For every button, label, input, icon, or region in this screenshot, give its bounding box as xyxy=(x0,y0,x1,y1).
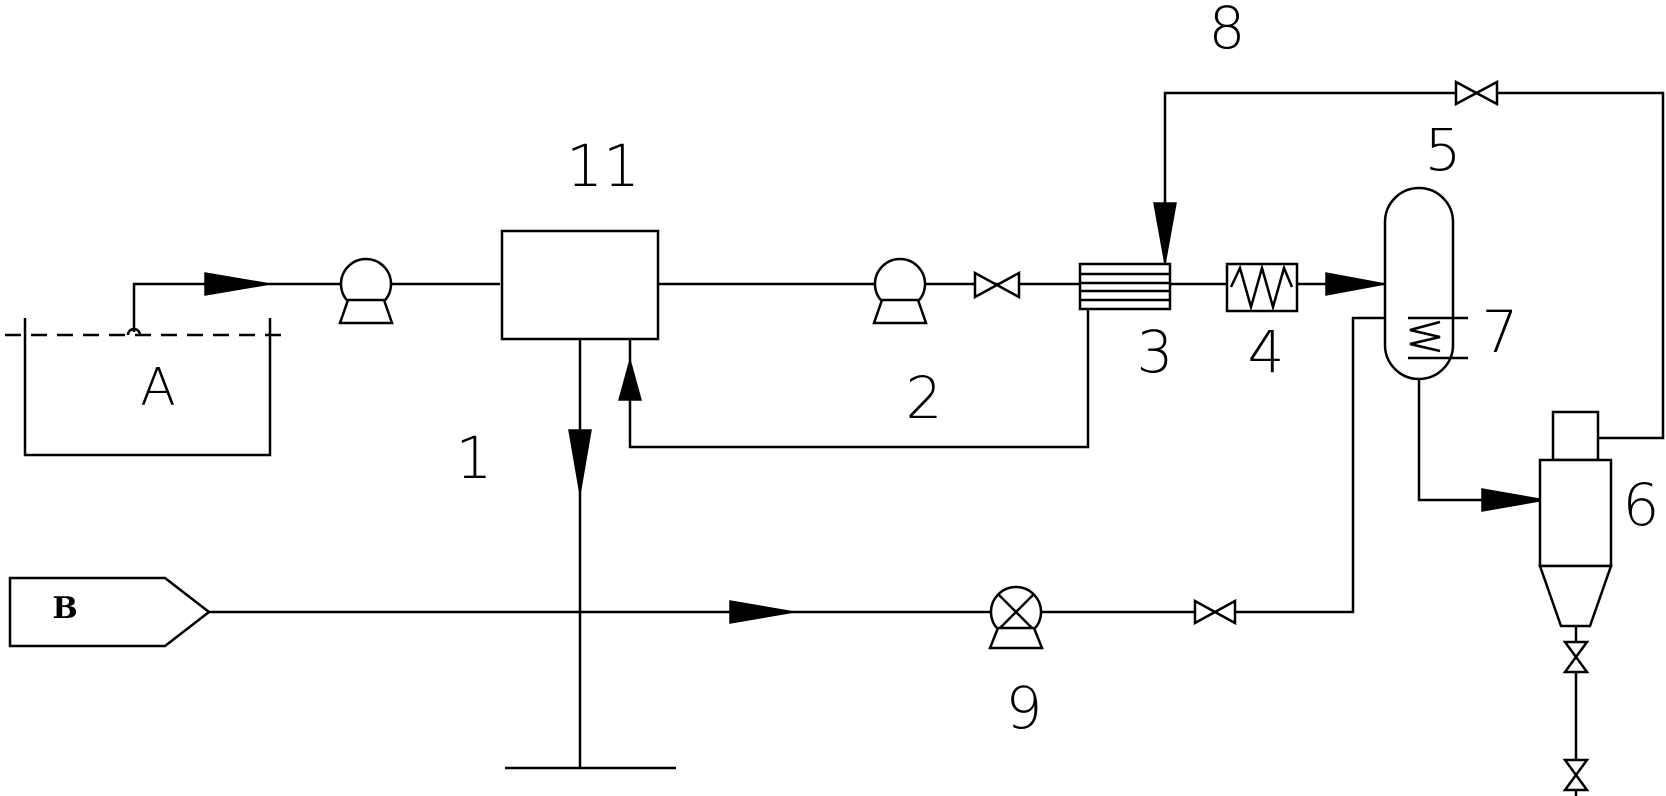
pump-9-icon xyxy=(988,585,1044,650)
item-7-coil xyxy=(1408,316,1468,360)
valve-bottom-1-icon xyxy=(1562,640,1590,674)
item-3-exchanger xyxy=(1078,262,1172,311)
label-7: 7 xyxy=(1482,298,1519,366)
flow-arrow-to-separator-6 xyxy=(1481,488,1546,512)
unit-11-box xyxy=(500,229,660,341)
label-4: 4 xyxy=(1248,318,1285,386)
flow-arrow-return xyxy=(618,357,642,401)
line-tank-a-to-unit-11 xyxy=(132,282,500,332)
flow-arrow-b xyxy=(729,600,795,624)
separator-6 xyxy=(1538,410,1613,628)
label-9: 9 xyxy=(1006,674,1043,742)
label-5: 5 xyxy=(1425,116,1462,184)
label-8: 8 xyxy=(1209,0,1246,62)
label-6: 6 xyxy=(1623,471,1660,539)
item-4-heater xyxy=(1225,262,1299,313)
flow-arrow-a xyxy=(204,272,271,296)
pump-a-icon xyxy=(338,257,394,325)
label-1: 1 xyxy=(456,424,493,492)
valve-bottom-2-icon xyxy=(1562,758,1590,792)
flow-arrow-recycle xyxy=(1153,202,1177,265)
label-3: 3 xyxy=(1137,318,1174,386)
valve-recycle-icon xyxy=(1454,79,1499,107)
line-vessel-5-to-separator-6 xyxy=(1417,380,1545,502)
label-11: 11 xyxy=(566,132,640,200)
label-b: B xyxy=(52,591,77,626)
flow-arrow-down xyxy=(568,429,592,495)
vessel-5 xyxy=(1383,186,1455,381)
valve-b-icon xyxy=(1193,598,1237,626)
flow-arrow-to-vessel-5 xyxy=(1325,272,1386,296)
line-b-to-vessel-5 xyxy=(209,316,1385,614)
line-recycle-8 xyxy=(1163,91,1665,440)
label-2: 2 xyxy=(906,364,943,432)
pump-2-icon xyxy=(872,257,928,325)
label-a: A xyxy=(140,358,176,418)
line-item-3-return-to-unit-11 xyxy=(628,309,1090,449)
source-b xyxy=(8,576,212,648)
valve-1-icon xyxy=(973,270,1021,300)
